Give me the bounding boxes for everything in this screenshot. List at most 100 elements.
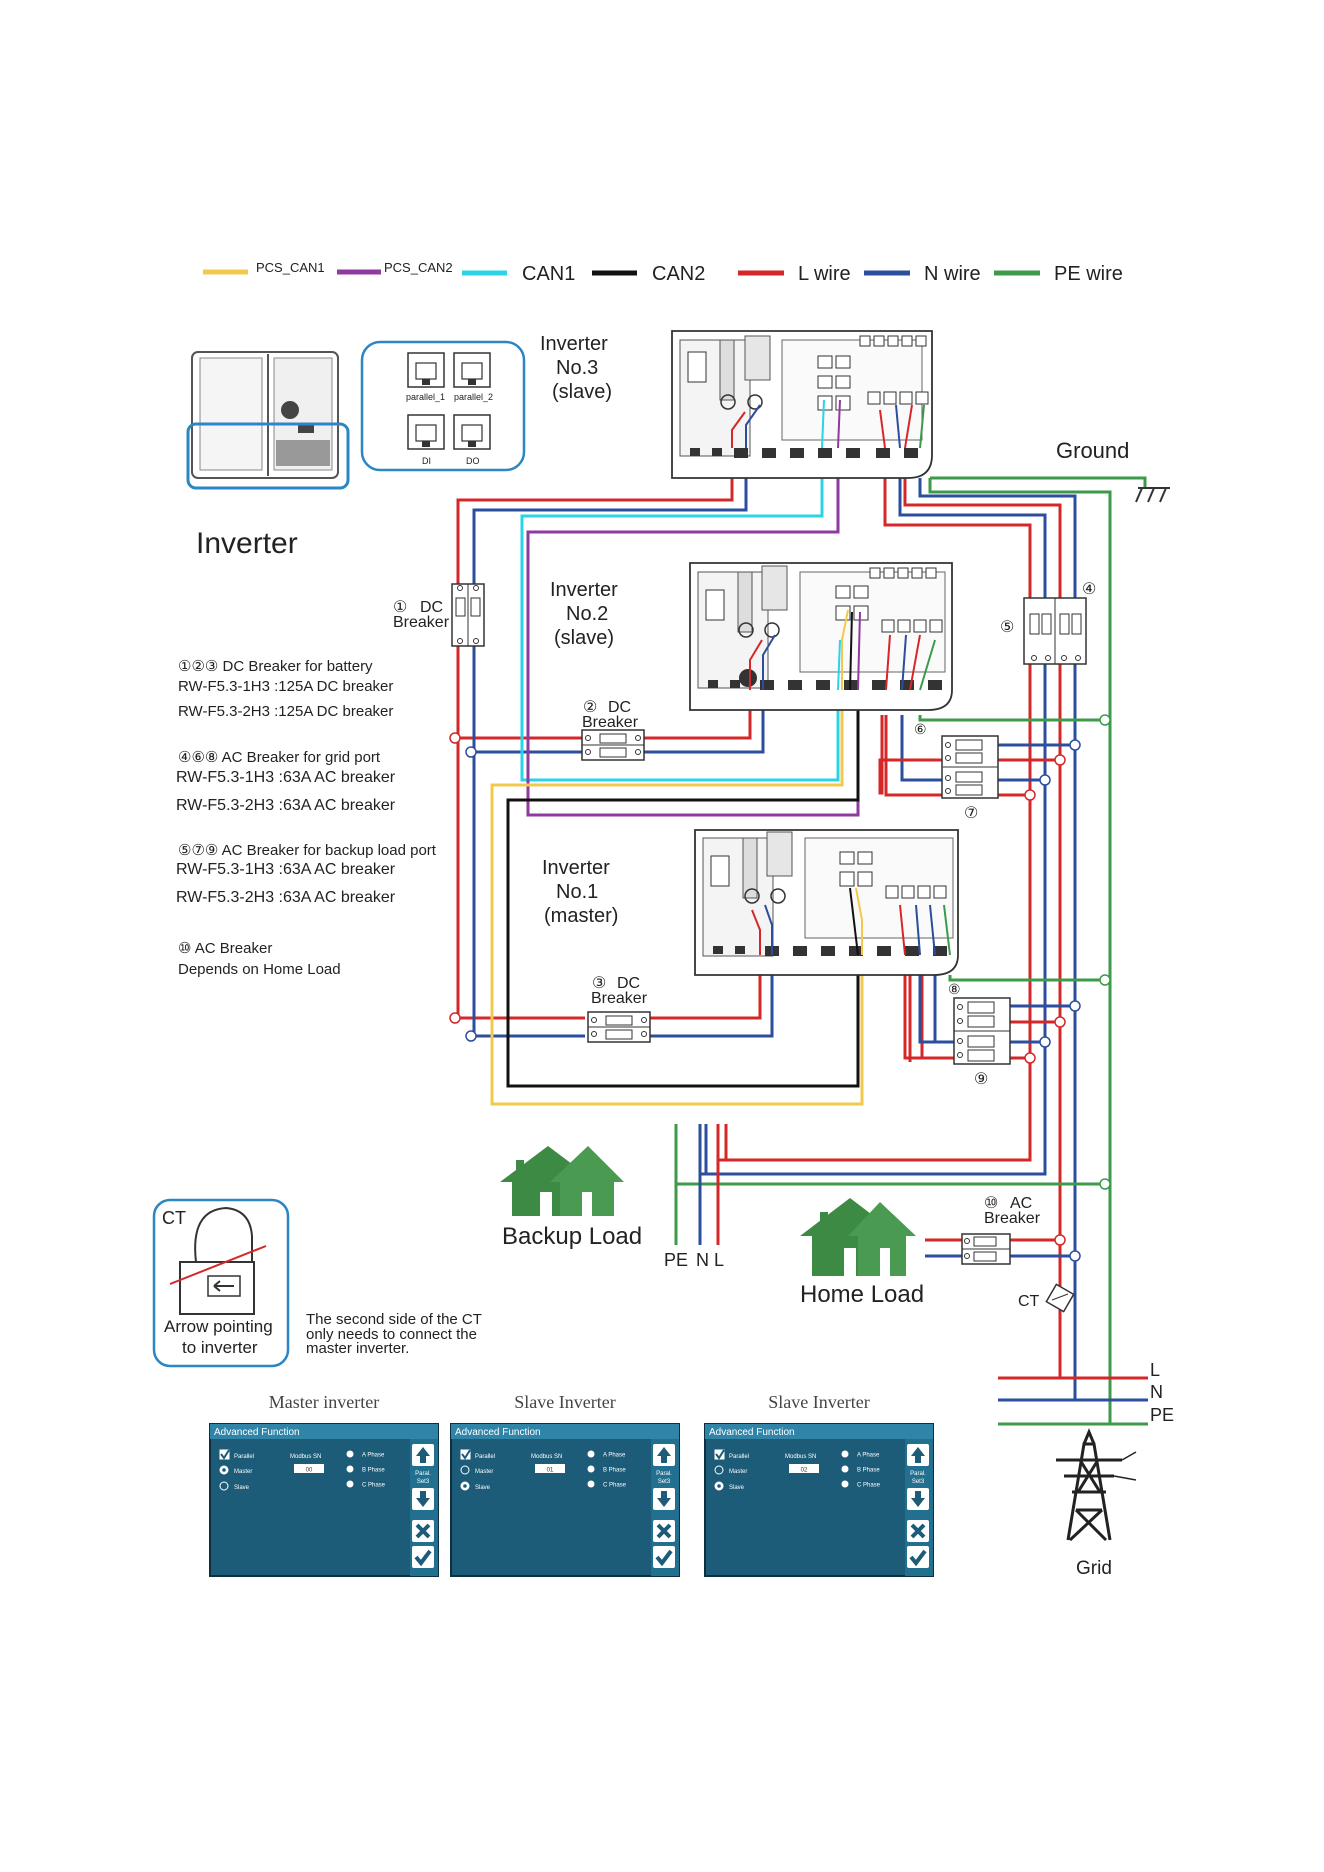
note-home-sub: Depends on Home Load	[178, 961, 341, 978]
master-radio[interactable]	[460, 1465, 470, 1475]
phase-label: B Phase	[857, 1468, 880, 1474]
ac-breaker-10-line2: Breaker	[984, 1210, 1041, 1227]
modbus-sn-value: 02	[801, 1468, 808, 1474]
ct-note-line2: only needs to connect the	[306, 1326, 477, 1343]
confirm-button[interactable]	[653, 1546, 675, 1568]
note-home-title: ⑩ AC Breaker	[178, 940, 272, 957]
side-label-1: Paral.	[910, 1471, 926, 1477]
phase-label: C Phase	[603, 1483, 627, 1489]
junction-markers	[449, 714, 1111, 1262]
master-radio[interactable]	[714, 1465, 724, 1475]
ports-panel: parallel_1 parallel_2 DI DO	[360, 340, 526, 472]
ct-clamp-icon	[169, 1206, 267, 1315]
dc-breaker-1-num: ①	[393, 599, 407, 616]
modbus-sn-value: 01	[547, 1468, 554, 1474]
phase-label: A Phase	[603, 1453, 626, 1459]
inverter-3-board	[671, 330, 933, 479]
ground-icon	[1135, 487, 1170, 503]
legend: PCS_CAN1 PCS_CAN2 CAN1 CAN2 L wire N wir…	[203, 260, 1123, 285]
ct-panel-line2: to inverter	[182, 1338, 258, 1357]
note-dc-2h3: RW-F5.3-2H3 :125A DC breaker	[178, 703, 393, 720]
ethernet-port-icon	[453, 352, 491, 388]
side-label-1: Paral.	[415, 1471, 431, 1477]
phase-radio[interactable]	[841, 1465, 849, 1473]
note-grid-title: ④⑥⑧ AC Breaker for grid port	[178, 749, 381, 766]
dc-breaker-1	[451, 583, 485, 647]
phase-radio[interactable]	[841, 1480, 849, 1488]
ac-breaker-10	[961, 1233, 1011, 1265]
legend-label-n-wire: N wire	[924, 263, 981, 285]
arrow-down-icon	[416, 1491, 430, 1507]
screen-header: Advanced Function	[455, 1427, 541, 1438]
arrow-up-icon	[657, 1447, 671, 1463]
side-label-2: Set3	[912, 1479, 925, 1485]
inverter-1-label-line1: Inverter	[542, 857, 610, 879]
modbus-sn-field[interactable]	[789, 1464, 819, 1473]
slave-radio[interactable]	[219, 1481, 229, 1491]
ct-sensor-icon	[1045, 1283, 1075, 1313]
modbus-label: Modbus SN	[531, 1454, 562, 1460]
screen-header: Advanced Function	[214, 1427, 300, 1438]
slave-label: Slave	[234, 1485, 250, 1491]
phase-label: A Phase	[362, 1453, 385, 1459]
backup-load-house-icon	[500, 1146, 624, 1216]
check-icon	[414, 1549, 432, 1567]
phase-radio[interactable]	[587, 1450, 595, 1458]
inverter-3-label-line3: (slave)	[552, 381, 612, 403]
legend-label-can1: CAN1	[522, 263, 575, 285]
dc-breaker-3	[587, 1011, 651, 1043]
backup-load-wires	[674, 1124, 726, 1245]
notes: ①②③ DC Breaker for battery RW-F5.3-1H3 :…	[176, 658, 437, 978]
modbus-sn-field[interactable]	[535, 1464, 565, 1473]
dc-breaker-1-line1: DC	[420, 599, 443, 616]
ac-breaker-4-5	[1023, 597, 1087, 665]
phase-radio[interactable]	[841, 1450, 849, 1458]
screen-header: Advanced Function	[709, 1427, 795, 1438]
legend-label-can2: CAN2	[652, 263, 705, 285]
grid-tower-icon	[1056, 1428, 1137, 1542]
phase-radio[interactable]	[346, 1480, 354, 1488]
ac-breaker-10-line1: AC	[1010, 1195, 1032, 1212]
note-dc-1h3: RW-F5.3-1H3 :125A DC breaker	[178, 678, 393, 695]
phase-radio[interactable]	[346, 1450, 354, 1458]
port-label-parallel-2: parallel_2	[454, 392, 493, 402]
modbus-sn-field[interactable]	[294, 1464, 324, 1473]
phase-radio[interactable]	[587, 1465, 595, 1473]
close-icon	[656, 1523, 672, 1539]
slave-label: Slave	[729, 1485, 745, 1491]
inverter-panel-title: Inverter	[196, 527, 298, 560]
backup-load-l-label: L	[714, 1250, 724, 1270]
inverter-3-label-line2: No.3	[556, 357, 598, 379]
ct-label: CT	[1018, 1293, 1040, 1310]
inverter-1-label-line3: (master)	[544, 905, 618, 927]
phase-radio[interactable]	[587, 1480, 595, 1488]
phase-radio[interactable]	[346, 1465, 354, 1473]
note-backup-2h3: RW-F5.3-2H3 :63A AC breaker	[176, 889, 396, 906]
dc-breaker-3-num: ③	[592, 975, 606, 992]
dc-breaker-1-line2: Breaker	[393, 614, 450, 631]
confirm-button[interactable]	[412, 1546, 434, 1568]
wires	[456, 390, 1148, 1426]
legend-label-pcs-can1: PCS_CAN1	[256, 260, 325, 275]
port-label-di: DI	[422, 456, 431, 466]
inverter-2-label-line2: No.2	[566, 603, 608, 625]
ct-panel	[152, 1198, 290, 1368]
ethernet-port-icon	[453, 414, 491, 450]
ac-breaker-7-num: ⑦	[964, 805, 978, 822]
phase-label: A Phase	[857, 1453, 880, 1459]
ct-note-line1: The second side of the CT	[306, 1311, 482, 1328]
home-load-house-icon	[800, 1198, 916, 1276]
phase-label: B Phase	[603, 1468, 626, 1474]
confirm-button[interactable]	[907, 1546, 929, 1568]
screen-caption: Slave Inverter	[768, 1392, 869, 1412]
parallel-label: Parallel	[234, 1454, 254, 1460]
inverter-2-board	[689, 562, 953, 711]
modbus-label: Modbus SN	[785, 1454, 816, 1460]
ethernet-port-icon	[407, 414, 445, 450]
note-grid-1h3: RW-F5.3-1H3 :63A AC breaker	[176, 769, 396, 786]
close-icon	[415, 1523, 431, 1539]
inverter-2-label-line3: (slave)	[554, 627, 614, 649]
phase-label: C Phase	[857, 1483, 881, 1489]
